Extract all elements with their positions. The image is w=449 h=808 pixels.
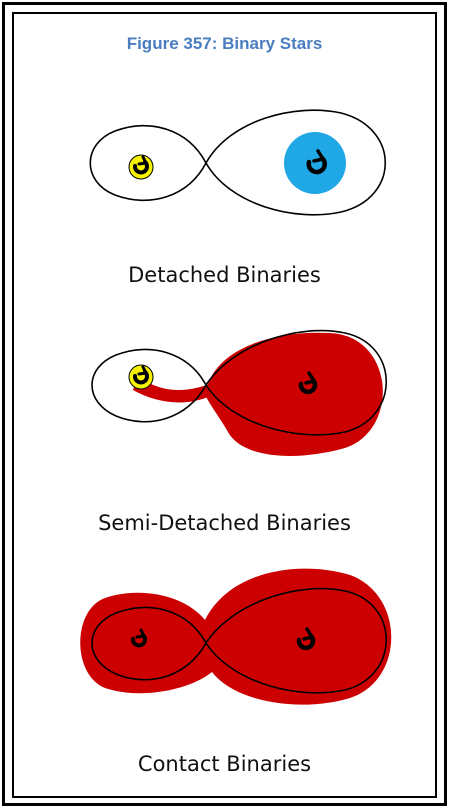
figure-caption: Figure 357: Binary Stars bbox=[126, 34, 323, 53]
semi-detached-mass-stream bbox=[133, 375, 212, 403]
semi-detached-binaries-label: Semi-Detached Binaries bbox=[98, 511, 351, 535]
inner-frame bbox=[12, 12, 437, 798]
semi-detached-overflow-lobe bbox=[205, 332, 383, 456]
detached-roche-outline bbox=[89, 109, 387, 216]
detached-small-star bbox=[128, 154, 154, 180]
rotation-arrow-icon bbox=[296, 627, 316, 651]
semi-detached-roche-outline bbox=[91, 329, 388, 436]
detached-binaries-label: Detached Binaries bbox=[128, 263, 321, 287]
rotation-arrow-icon bbox=[133, 365, 149, 385]
rotation-arrow-icon bbox=[133, 155, 149, 175]
rotation-arrow-icon bbox=[306, 149, 327, 175]
contact-roche-outline bbox=[91, 587, 388, 694]
contact-common-envelope bbox=[80, 568, 392, 705]
rotation-arrow-icon bbox=[131, 628, 147, 648]
rotation-arrow-icon bbox=[298, 371, 318, 395]
detached-large-star bbox=[284, 132, 346, 194]
contact-binaries-label: Contact Binaries bbox=[137, 752, 312, 776]
semi-detached-small-star bbox=[128, 364, 154, 390]
